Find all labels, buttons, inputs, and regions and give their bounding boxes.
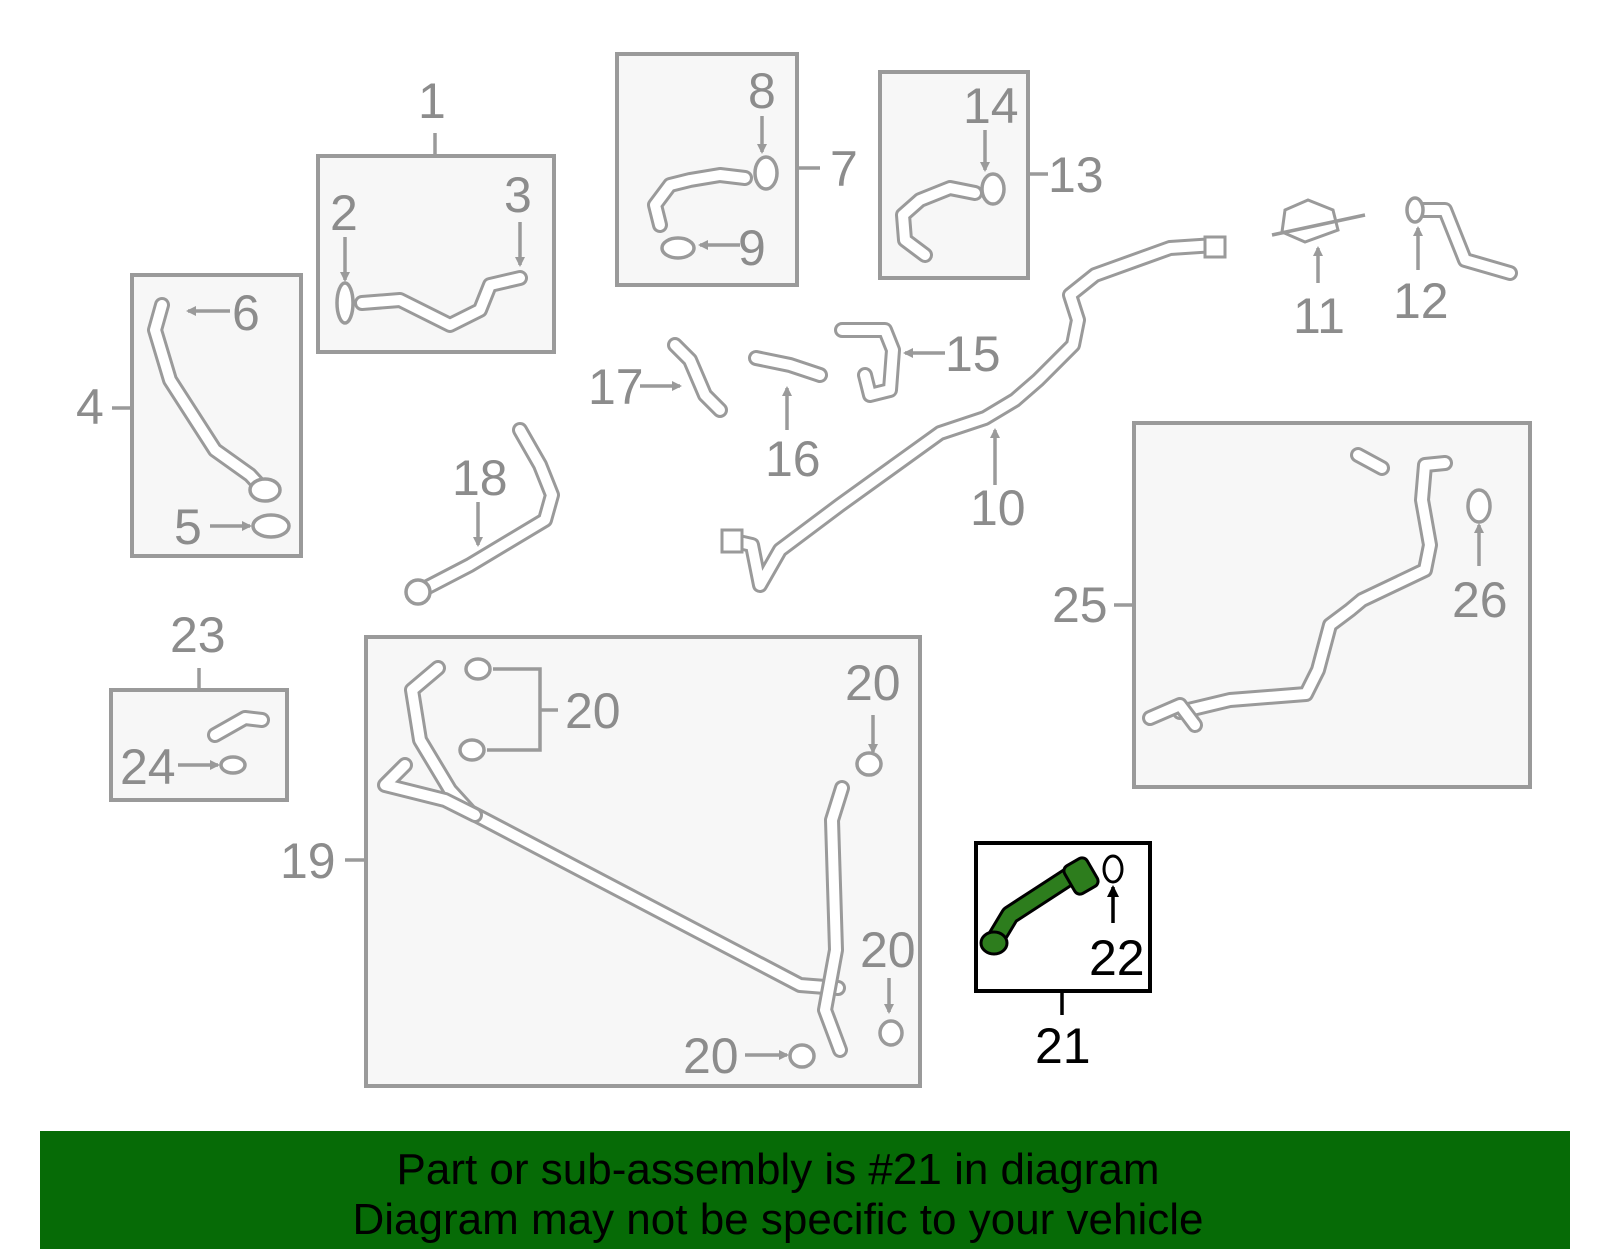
callout-6: 6 [232,285,260,341]
o-ring-part-8 [753,155,779,191]
o-ring-part-14 [980,172,1006,206]
clamp-part-20-e [788,1043,816,1069]
pipe-end-part-21 [979,930,1009,956]
callout-5: 5 [174,499,202,555]
pipe-end-part-12 [1405,196,1425,224]
group-19-assembly[interactable]: 19 20 20 20 20 [280,635,922,1088]
clamp-part-9 [660,236,696,260]
o-ring-part-24 [219,755,247,775]
o-ring-part-26 [1466,488,1492,524]
bracket-eye-part-18 [404,578,432,606]
callout-7: 7 [830,141,858,197]
callout-8: 8 [748,63,776,119]
valve-bar-part-11 [1271,213,1366,237]
part-17-group[interactable]: 17 [588,337,728,418]
callout-16: 16 [765,431,821,487]
callout-12: 12 [1393,273,1449,329]
callout-18: 18 [452,450,508,506]
group-23-box [109,688,289,802]
group-23-assembly[interactable]: 23 24 [109,607,289,802]
o-ring-part-2 [335,281,355,325]
callout-24: 24 [120,739,176,795]
callout-4: 4 [76,379,104,435]
callout-15: 15 [945,326,1001,382]
callout-26: 26 [1452,572,1508,628]
connector-part-10-right [1203,235,1227,259]
callout-20-d: 20 [683,1028,739,1084]
callout-11: 11 [1293,288,1345,344]
callout-10: 10 [970,480,1026,536]
o-ring-part-5 [251,513,291,539]
callout-1: 1 [418,73,446,129]
group-7-assembly[interactable]: 8 7 9 [615,52,858,287]
callout-22: 22 [1089,930,1145,986]
flange-part-21 [1062,856,1100,896]
banner-part-message: Part or sub-assembly is #21 in diagram [396,1145,1160,1194]
callout-13: 13 [1048,147,1104,203]
part-10-group[interactable]: 10 [720,235,1227,593]
callout-2: 2 [330,185,358,241]
o-ring-part-22 [1102,854,1124,884]
clamp-part-20-a [464,657,492,681]
callout-3: 3 [504,167,532,223]
group-4-assembly[interactable]: 4 6 5 [76,273,303,558]
callout-25: 25 [1052,577,1108,633]
callout-20-c: 20 [860,922,916,978]
part-15-group[interactable]: 15 [834,322,1001,403]
hose-end-part-4 [248,477,282,503]
banner-disclaimer: Diagram may not be specific to your vehi… [352,1195,1204,1244]
callout-14: 14 [963,78,1019,134]
clamp-part-20-c [855,751,883,777]
callout-20-b: 20 [845,655,901,711]
callout-21: 21 [1035,1018,1091,1074]
group-25-assembly[interactable]: 25 26 [1052,421,1532,789]
connector-part-10-left [720,528,744,554]
group-13-assembly[interactable]: 14 13 [878,70,1104,280]
callout-17: 17 [588,359,644,415]
callout-9: 9 [738,220,766,276]
part-12-group[interactable]: 12 [1393,196,1518,329]
clamp-part-20-b [458,738,486,762]
clamp-part-20-d [878,1019,904,1047]
group-21-assembly-selected[interactable]: 22 21 [974,841,1152,1074]
callout-20-a: 20 [565,683,621,739]
part-18-group[interactable]: 18 [404,422,560,606]
part-16-group[interactable]: 16 [748,350,828,487]
part-11-group[interactable]: 11 [1271,198,1366,344]
callout-23: 23 [170,607,226,663]
group-1-assembly[interactable]: 1 2 3 [316,73,556,354]
part-info-banner: Part or sub-assembly is #21 in diagram D… [40,1131,1570,1249]
callout-19: 19 [280,833,336,889]
